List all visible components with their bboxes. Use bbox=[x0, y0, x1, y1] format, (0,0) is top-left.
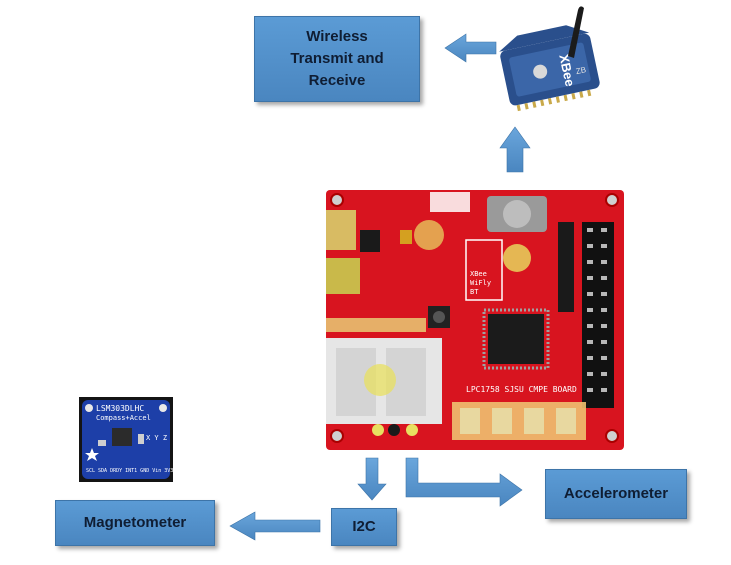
arrow-left-to-magnetometer bbox=[229, 511, 321, 541]
i2c-box-label: I2C bbox=[352, 518, 376, 535]
accelerometer-box: Accelerometer bbox=[545, 469, 687, 519]
arrow-down-to-i2c bbox=[357, 457, 387, 501]
wireless-box-label: Wireless Transmit and Receive bbox=[290, 28, 384, 89]
accelerometer-box-label: Accelerometer bbox=[563, 485, 669, 502]
star-icon bbox=[85, 448, 99, 461]
magnetometer-box-label: Magnetometer bbox=[83, 514, 187, 531]
lpc1758-board-image: XBee WiFly BT LPC1758 SJSU CMPE BOARD bbox=[322, 188, 626, 452]
xbee-module-image: XBee ZB bbox=[499, 25, 600, 112]
arrow-up-to-xbee bbox=[499, 126, 531, 173]
arrow-left-to-wireless bbox=[444, 33, 497, 63]
magnetometer-module-image: LSM303DLHC Compass+Accel X Y Z SCL SDA D… bbox=[79, 397, 173, 482]
mag-pins-label: SCL SDA DRDY INT1 GND Vin 3V3 bbox=[86, 468, 173, 474]
silk-bt: BT bbox=[470, 288, 479, 296]
mag-module-title: LSM303DLHC bbox=[96, 404, 144, 413]
xbee-antenna bbox=[568, 6, 584, 58]
magnetometer-box: Magnetometer bbox=[55, 500, 215, 546]
mag-axes-label: X Y Z bbox=[146, 434, 167, 442]
arrow-elbow-to-accelerometer bbox=[405, 457, 523, 507]
silk-board-name: LPC1758 SJSU CMPE BOARD bbox=[466, 385, 577, 394]
silk-xbee: XBee bbox=[470, 270, 487, 278]
xbee-model-label: ZB bbox=[575, 65, 587, 76]
mag-module-subtitle: Compass+Accel bbox=[96, 414, 151, 422]
i2c-box: I2C bbox=[331, 508, 397, 546]
silk-wifly: WiFly bbox=[470, 279, 491, 287]
wireless-transmit-receive-box: Wireless Transmit and Receive bbox=[254, 16, 420, 102]
xbee-brand-label: XBee bbox=[556, 53, 577, 88]
